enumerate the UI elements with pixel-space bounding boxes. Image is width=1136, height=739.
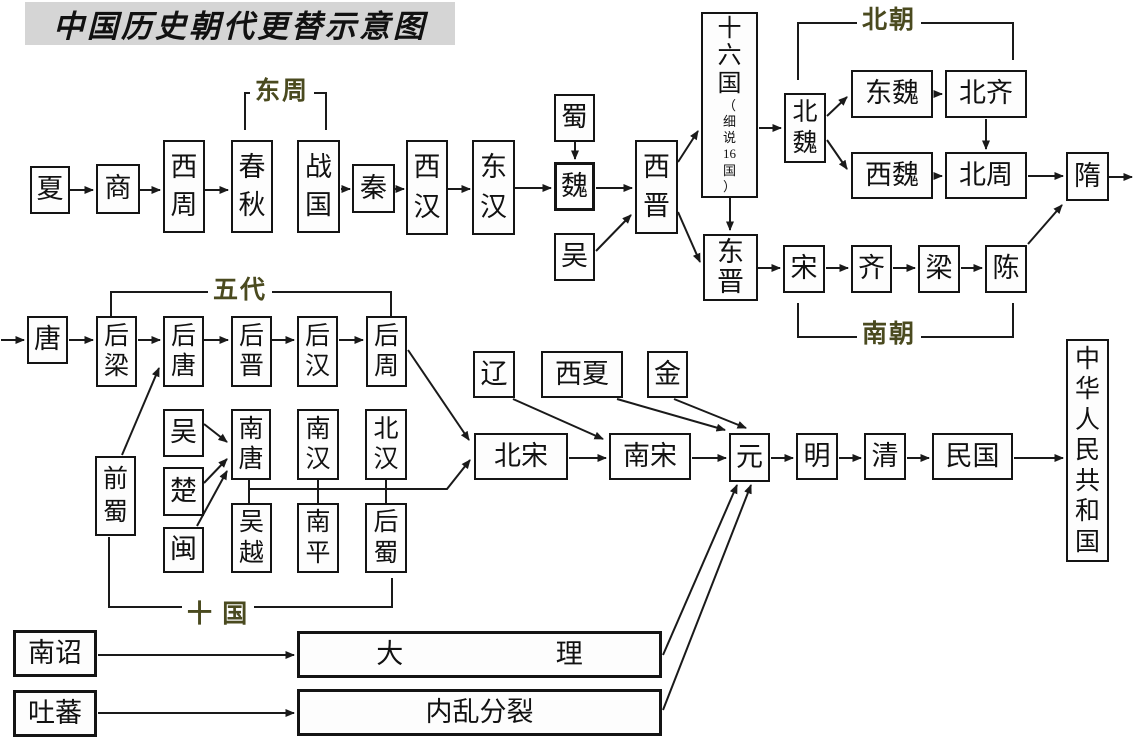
- edge-liao-nansong: [512, 398, 604, 440]
- edge-qianshu-houtang: [121, 367, 160, 456]
- node-wu2: 吴: [163, 409, 204, 457]
- node-min: 闽: [163, 527, 204, 573]
- label-nanchao: 南朝: [857, 314, 922, 350]
- label-dongzhou: 东周: [250, 71, 315, 107]
- node-yuan: 元: [729, 433, 770, 482]
- edge-xijin-dongjin: [677, 211, 701, 263]
- edge-jin-yuan: [673, 398, 747, 429]
- node-dongjin: 东晋: [703, 234, 758, 301]
- node-nansong: 南宋: [609, 433, 691, 480]
- node-beihan: 北汉: [365, 409, 407, 480]
- edge-neiluan-yuan: [662, 484, 752, 711]
- node-qianshu: 前蜀: [95, 456, 136, 536]
- node-houliang: 后梁: [96, 316, 137, 387]
- node-sui: 隋: [1066, 152, 1109, 201]
- node-xihan: 西汉: [406, 140, 448, 235]
- node-nanzhao: 南诏: [13, 630, 97, 677]
- edge-shiguo-beisong: [249, 459, 471, 490]
- node-chu: 楚: [163, 467, 204, 516]
- node-chen: 陈: [985, 245, 1027, 293]
- edge-dali-yuan: [662, 484, 738, 656]
- edge-beiwei-dongwei: [826, 96, 848, 117]
- node-beiqi: 北齐: [945, 70, 1027, 118]
- node-chunqiu: 春秋: [231, 140, 273, 233]
- node-xixia: 西夏: [541, 351, 623, 398]
- edge-houzhou-beisong: [407, 349, 470, 441]
- label-wudai: 五代: [208, 270, 273, 306]
- node-houzhou: 后周: [366, 316, 407, 387]
- edge-chen-sui: [1027, 204, 1063, 245]
- node-beizhou: 北周: [945, 152, 1027, 199]
- node-nantang: 南唐: [231, 409, 271, 480]
- node-houtang: 后唐: [163, 316, 204, 387]
- node-houjin: 后晋: [231, 316, 272, 387]
- node-qin: 秦: [352, 164, 395, 213]
- node-prc: 中华人民共和国: [1066, 339, 1109, 562]
- node-tubo: 吐蕃: [13, 690, 97, 737]
- node-wu3: 吴: [554, 233, 595, 281]
- page-title: 中国历史朝代更替示意图: [25, 2, 455, 45]
- node-nanping: 南平: [297, 503, 339, 573]
- edge-chu-nantang: [203, 458, 228, 484]
- node-houshu: 后蜀: [365, 503, 407, 573]
- node-wuyue: 吴越: [231, 503, 272, 573]
- node-xiwei: 西魏: [851, 152, 933, 199]
- node-xia: 夏: [30, 166, 70, 214]
- node-zhanguo: 战国: [297, 140, 340, 233]
- edge-xixia-yuan: [616, 398, 726, 432]
- node-shu: 蜀: [554, 94, 595, 142]
- node-ming: 明: [796, 433, 838, 480]
- node-nanhan: 南汉: [297, 409, 339, 480]
- node-liao: 辽: [473, 351, 515, 398]
- node-xizhou: 西周: [163, 140, 205, 233]
- edge-wu2-nantang: [203, 423, 228, 443]
- node-wei: 魏: [554, 162, 595, 211]
- node-shang: 商: [96, 164, 140, 214]
- node-dongwei: 东魏: [851, 70, 933, 118]
- node-tang: 唐: [27, 316, 68, 364]
- node-liang: 梁: [918, 245, 960, 293]
- node-qing: 清: [864, 433, 906, 480]
- label-shiguo: 十 国: [182, 594, 255, 630]
- node-qi: 齐: [851, 245, 892, 293]
- node-song: 宋: [783, 245, 825, 293]
- node-neiluan: 内乱分裂: [297, 689, 662, 736]
- node-beiwei: 北魏: [784, 93, 826, 163]
- label-beichao: 北朝: [857, 0, 922, 36]
- edge-beiwei-xiwei: [826, 139, 848, 170]
- node-beisong: 北宋: [474, 433, 568, 480]
- node-dali: 大理: [297, 631, 662, 678]
- node-xijin: 西晋: [635, 140, 678, 234]
- node-donghan: 东汉: [472, 140, 515, 235]
- edge-min-nantang: [196, 470, 228, 527]
- node-minguo: 民国: [932, 433, 1013, 480]
- node-jin: 金: [647, 351, 688, 398]
- node-houhan: 后汉: [297, 316, 338, 387]
- edge-xijin-shiliuguo: [677, 130, 699, 163]
- edge-wu3-xijin: [595, 214, 632, 252]
